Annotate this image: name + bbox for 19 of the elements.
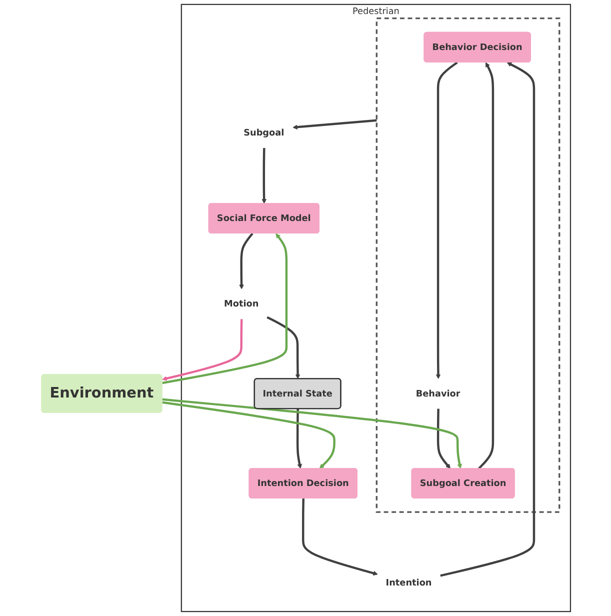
arrow [302,498,378,576]
arrow [436,408,450,469]
arrow [162,233,288,384]
node-text: Intention [385,577,432,588]
arrow [478,62,494,470]
arrow [435,62,458,380]
arrow [292,119,376,130]
arrow [162,319,242,381]
cluster [375,18,560,513]
arrow [162,401,335,469]
node-text: Motion [224,298,258,309]
node-text: Subgoal [243,127,284,138]
arrow [266,316,300,380]
arrow [162,398,462,469]
arrow [261,148,266,204]
arrow [296,408,302,469]
arrow [440,62,535,577]
node-text: Behavior [415,388,460,399]
arrow [238,232,253,290]
